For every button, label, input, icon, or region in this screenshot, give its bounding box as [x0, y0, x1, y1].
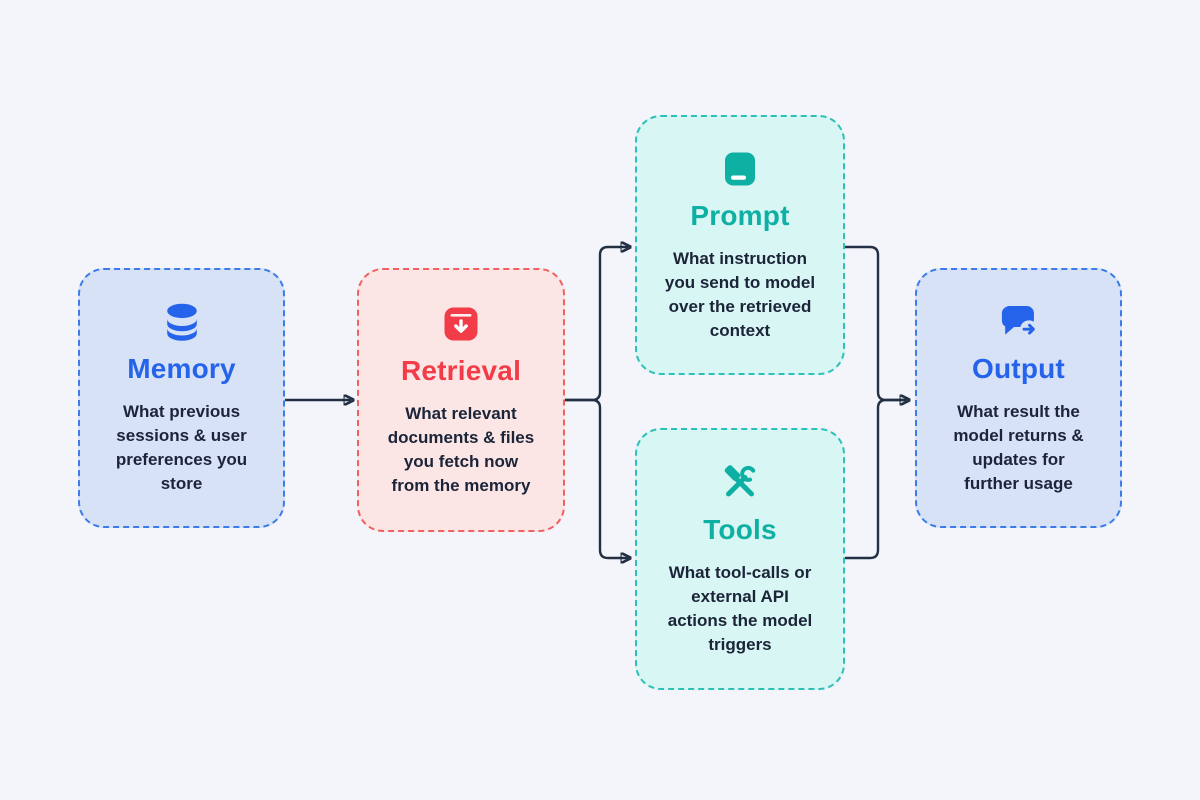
message-share-icon — [998, 300, 1040, 344]
node-prompt: Prompt What instruction you send to mode… — [635, 115, 845, 375]
connector-retrieval-to-prompt — [565, 247, 628, 402]
node-title: Tools — [703, 514, 777, 545]
hammer-wrench-icon — [720, 461, 760, 505]
node-description: What instruction you send to model over … — [664, 249, 816, 340]
node-tools: Tools What tool-calls or external API ac… — [635, 428, 845, 690]
connector-tools-to-output — [845, 398, 907, 560]
node-title: Retrieval — [400, 355, 522, 386]
node-description: What relevant documents & files you fetc… — [387, 404, 535, 495]
node-description: What previous sessions & user preference… — [115, 402, 248, 493]
node-description: What tool-calls or external API actions … — [667, 563, 813, 654]
node-output: Output What result the model returns & u… — [915, 268, 1122, 528]
notebook-icon — [720, 147, 760, 191]
node-title: Output — [972, 353, 1065, 384]
database-icon — [163, 300, 201, 344]
connector-prompt-to-output — [845, 245, 907, 400]
node-memory: Memory What previous sessions & user pre… — [78, 268, 285, 528]
node-title: Memory — [127, 353, 236, 384]
node-retrieval: Retrieval What relevant documents & file… — [357, 268, 565, 532]
node-title: Prompt — [690, 200, 790, 231]
node-description: What result the model returns & updates … — [953, 402, 1084, 493]
connector-retrieval-to-tools — [565, 398, 628, 558]
archive-download-icon — [441, 302, 481, 346]
